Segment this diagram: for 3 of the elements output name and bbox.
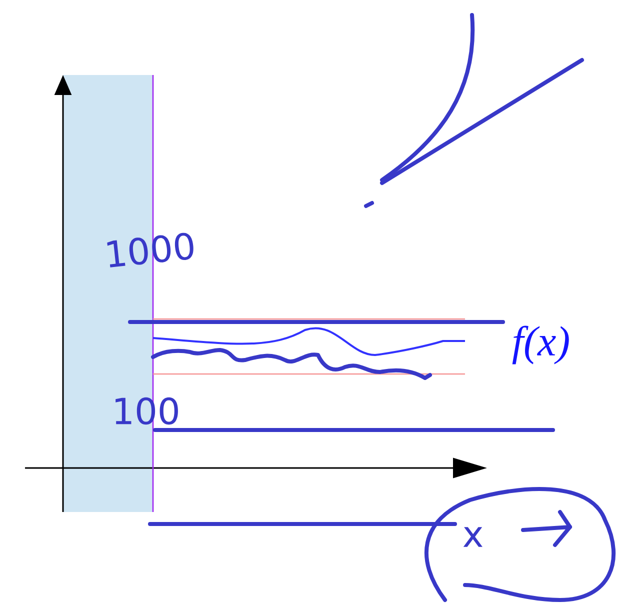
handwritten-label: 1000	[107, 232, 194, 268]
function-label: f(x)	[512, 326, 569, 364]
handwritten-label: x	[463, 527, 482, 547]
